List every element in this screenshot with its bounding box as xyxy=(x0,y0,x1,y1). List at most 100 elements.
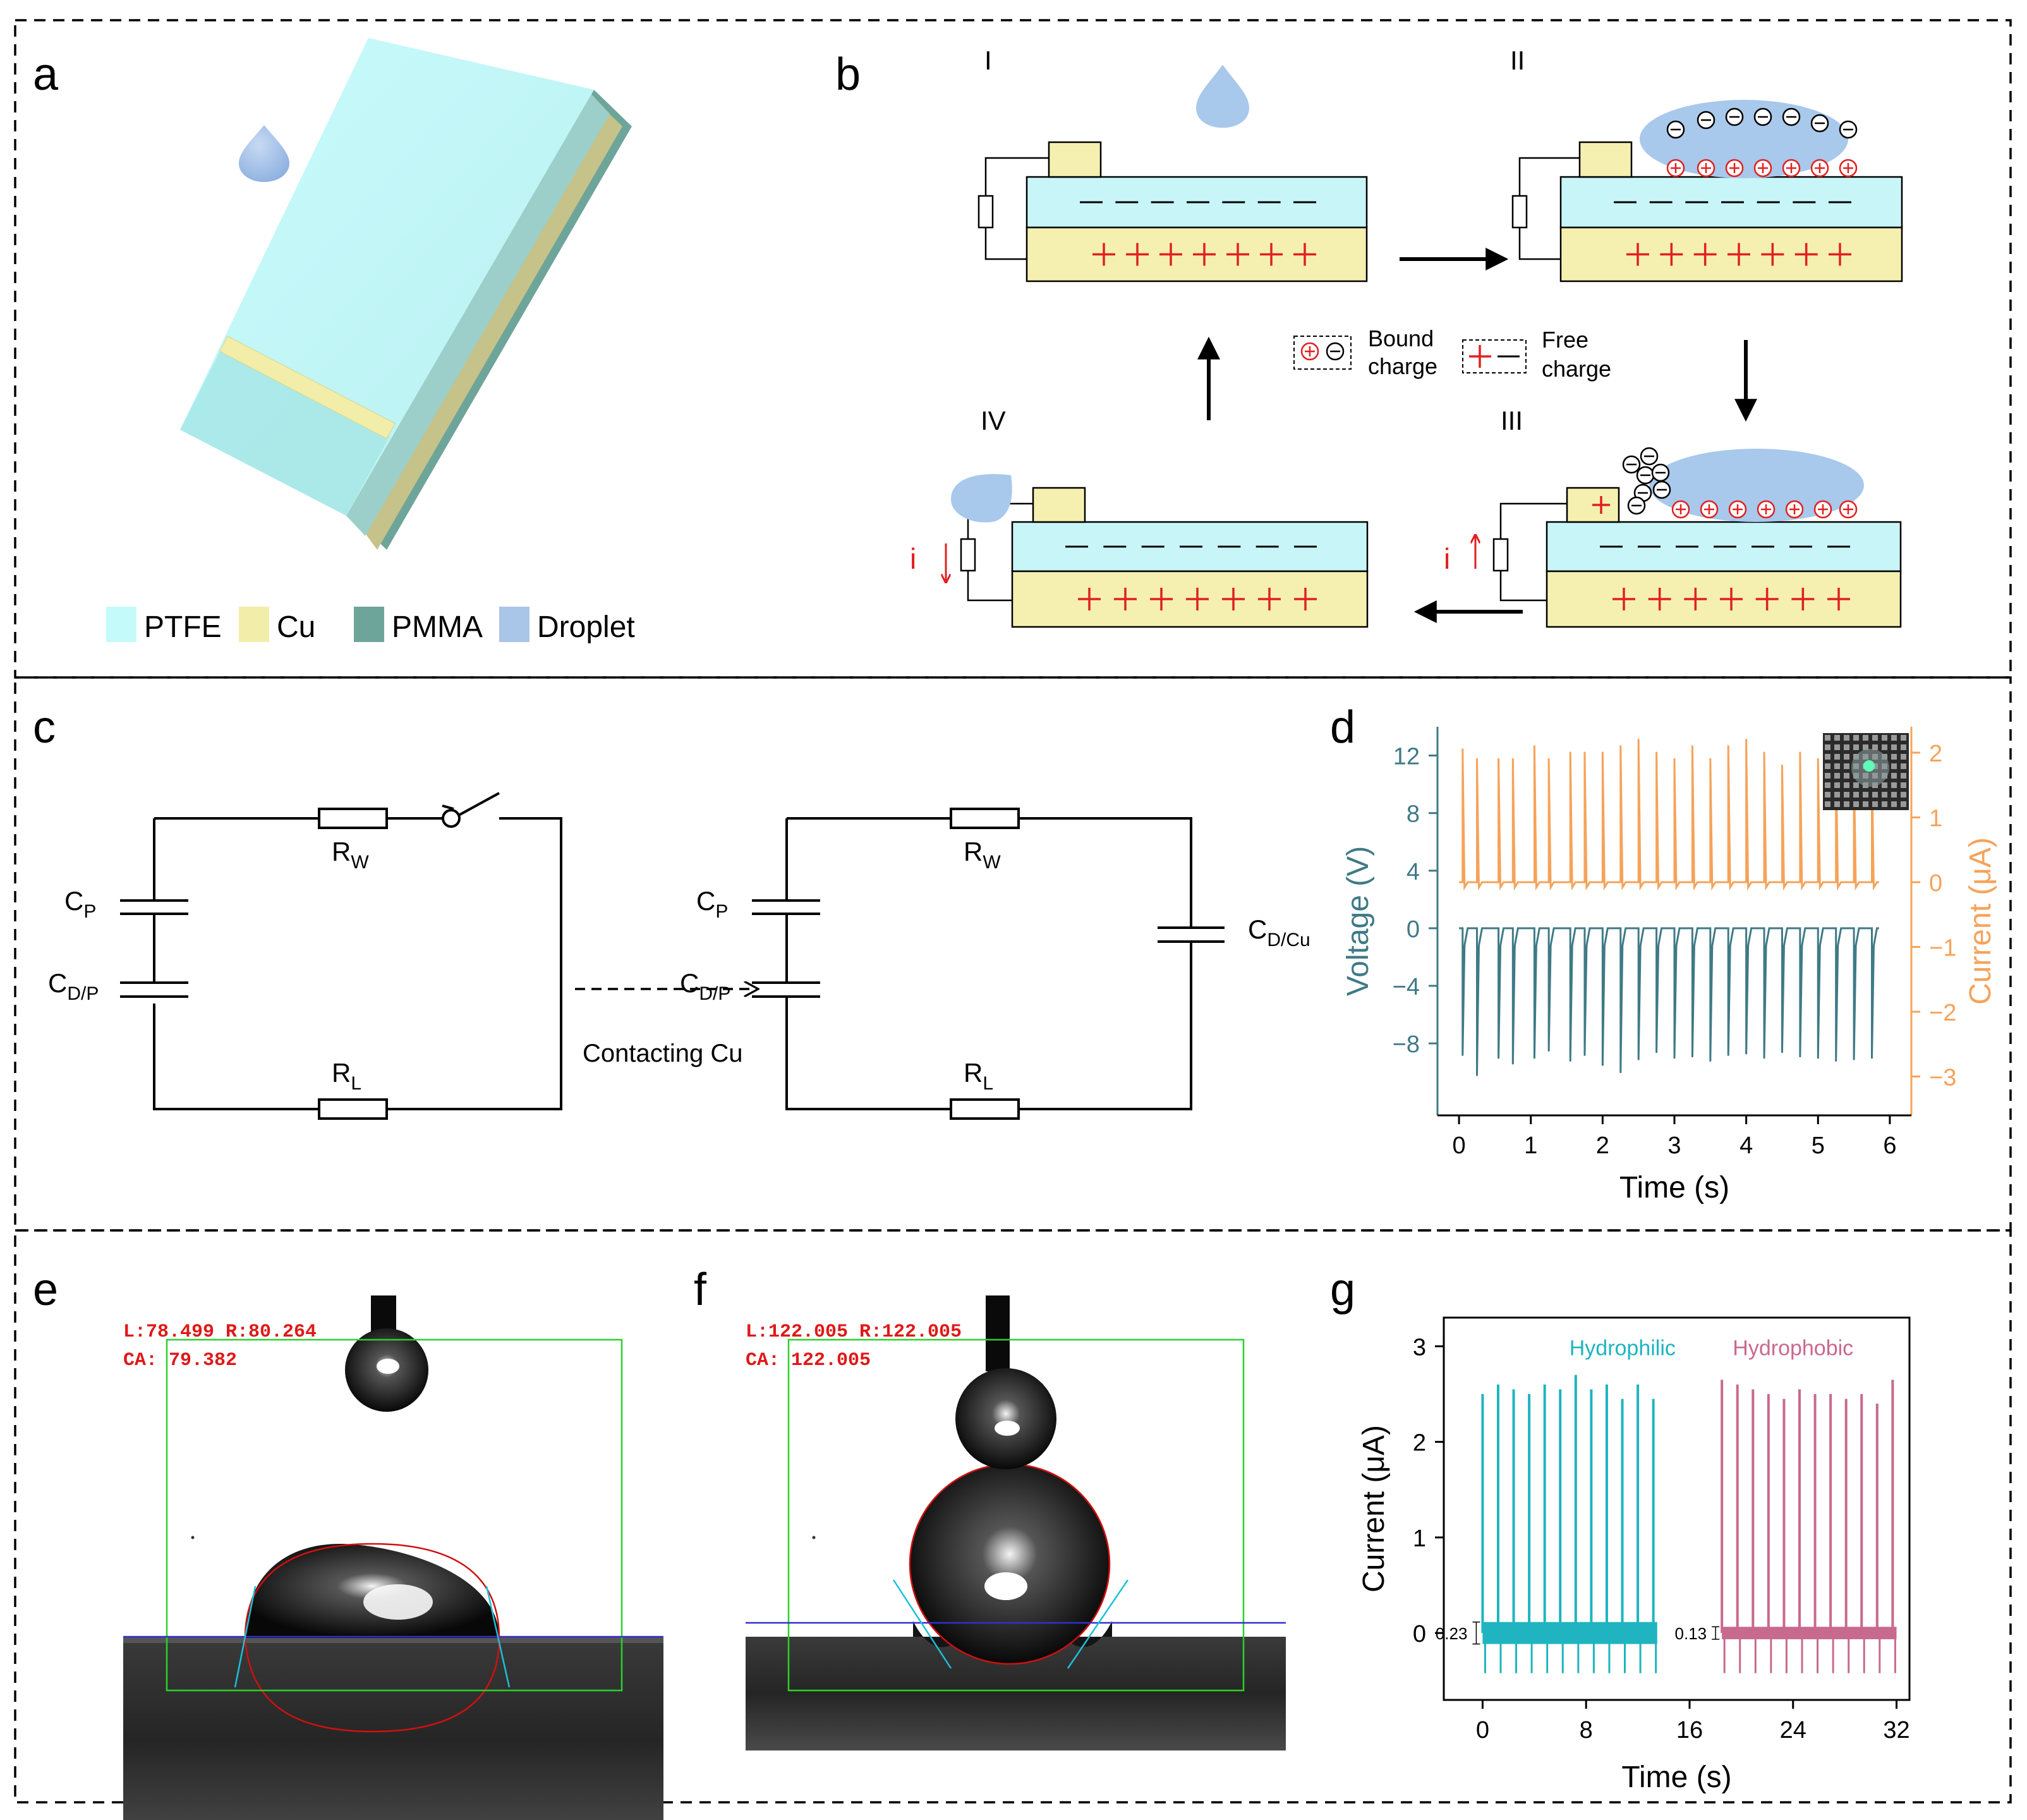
inset-grid-cell xyxy=(1863,801,1868,807)
voltage-spike-point xyxy=(1727,1053,1729,1056)
plus-charge xyxy=(1159,243,1182,266)
panel-letter-f: f xyxy=(694,1265,707,1315)
x-tick-label: 16 xyxy=(1676,1717,1703,1744)
inset-grid-cell xyxy=(1825,735,1830,741)
inset-grid-cell xyxy=(1882,782,1887,788)
inset-grid-cell xyxy=(1882,801,1887,807)
series-current xyxy=(1459,739,1879,891)
panel-e-photo xyxy=(123,1295,663,1820)
stage-label: II xyxy=(1510,46,1525,75)
y-tick-label-left: 8 xyxy=(1407,801,1420,828)
stage-1: II xyxy=(1510,46,1903,282)
y-tick-label-left: −8 xyxy=(1393,1031,1420,1058)
inset-grid-cell xyxy=(1844,744,1849,750)
current-spike-point xyxy=(1709,758,1712,760)
plus-charge xyxy=(1222,588,1245,610)
switch-blade xyxy=(458,792,500,816)
inset-grid-cell xyxy=(1844,782,1849,788)
panel-f-ca: CA: 122.005 xyxy=(746,1350,871,1371)
plus-charge xyxy=(1078,588,1101,610)
y-tick-label-right: 2 xyxy=(1929,741,1942,767)
bound-legend-box xyxy=(1293,336,1352,370)
current-spike-point xyxy=(1601,751,1604,754)
voltage-spike-point xyxy=(1533,1057,1535,1059)
inset-grid-cell xyxy=(1844,763,1849,769)
series-label-0: Hydrophilic xyxy=(1570,1336,1676,1360)
inset-grid-cell xyxy=(1844,801,1849,807)
inset-grid-cell xyxy=(1825,754,1830,760)
panel-letter-d: d xyxy=(1330,702,1355,753)
y-axis-label-right: Current (μA) xyxy=(1964,837,1997,1005)
label-cp-left: C xyxy=(64,886,83,916)
inset-grid-cell xyxy=(1891,782,1897,788)
svg-text:RL: RL xyxy=(332,1058,361,1094)
plus-charge xyxy=(1294,588,1317,610)
current-spike-point xyxy=(1547,758,1550,760)
resistor-rl-right xyxy=(950,1098,1020,1120)
plus-charge xyxy=(1092,243,1115,266)
plus-charge xyxy=(1193,243,1216,266)
current-spike-point xyxy=(1817,758,1819,760)
y-tick-label-left: 0 xyxy=(1407,916,1420,943)
label-rw-right: R xyxy=(964,837,983,866)
x-axis-label: Time (s) xyxy=(1621,1761,1731,1794)
voltage-spike-point xyxy=(1511,1062,1514,1065)
plus-charge xyxy=(1761,243,1784,266)
voltage-spike-point xyxy=(1871,1057,1873,1059)
plus-charge xyxy=(1260,243,1283,266)
y-tick-label: 3 xyxy=(1413,1334,1426,1361)
current-spike-point xyxy=(1569,751,1571,754)
inset-grid-cell xyxy=(1844,773,1849,779)
ptfe-textured-region xyxy=(180,344,390,516)
chart-d-inset-photo xyxy=(1823,733,1909,810)
x-tick-label: 32 xyxy=(1883,1717,1909,1744)
label-rl-left: R xyxy=(332,1058,351,1088)
switch-contact xyxy=(442,809,461,828)
resistor-rl-left xyxy=(318,1098,388,1120)
inset-grid-cell xyxy=(1882,735,1887,741)
x-tick-label: 0 xyxy=(1476,1717,1489,1744)
droplet-icon xyxy=(1196,64,1249,128)
inset-grid-cell xyxy=(1901,782,1906,788)
inset-grid-cell xyxy=(1901,763,1906,769)
inset-grid-cell xyxy=(1825,763,1830,769)
inset-grid-cell xyxy=(1863,744,1868,750)
legend-swatch-1 xyxy=(239,607,269,642)
y-tick-label-left: 4 xyxy=(1407,859,1420,885)
y-axis-label: Current (μA) xyxy=(1357,1425,1391,1592)
legend-label-0: PTFE xyxy=(144,610,222,644)
free-legend-label-1: Free xyxy=(1542,327,1588,353)
inset-grid-cell xyxy=(1853,792,1859,798)
x-tick-label: 24 xyxy=(1780,1717,1806,1744)
x-tick-label: 3 xyxy=(1667,1132,1681,1159)
x-tick-label: 8 xyxy=(1580,1717,1593,1744)
panel-letter-a: a xyxy=(33,49,59,100)
x-tick-label: 2 xyxy=(1596,1132,1609,1159)
current-spike-point xyxy=(1498,758,1500,760)
inset-grid-cell xyxy=(1844,792,1849,798)
voltage-spike-point xyxy=(1673,1057,1676,1059)
label-rl-right: R xyxy=(964,1058,983,1088)
current-spike-point xyxy=(1673,758,1676,760)
voltage-spike-point xyxy=(1476,1074,1478,1076)
svg-text:CD/Cu: CD/Cu xyxy=(1248,914,1310,950)
svg-text:CP: CP xyxy=(64,886,96,922)
legend-swatch-0 xyxy=(106,607,136,642)
inset-grid-cell xyxy=(1901,735,1906,741)
inset-grid-cell xyxy=(1834,744,1840,750)
voltage-spike-point xyxy=(1655,1051,1658,1053)
plus-charge xyxy=(1186,588,1209,610)
plus-charge xyxy=(1648,588,1671,610)
voltage-spike-point xyxy=(1763,1057,1765,1059)
stage-3: IVi xyxy=(910,406,1369,628)
band-annotation-1: 0.13 xyxy=(1675,1624,1707,1643)
inset-grid-cell xyxy=(1891,792,1897,798)
current-spike-point xyxy=(1691,745,1693,748)
plus-charge xyxy=(1293,243,1316,266)
current-spike-point xyxy=(1745,739,1748,741)
contacting-cu-label: Contacting Cu xyxy=(583,1040,742,1067)
inset-grid-cell xyxy=(1872,735,1878,741)
plus-charge xyxy=(1827,588,1850,610)
